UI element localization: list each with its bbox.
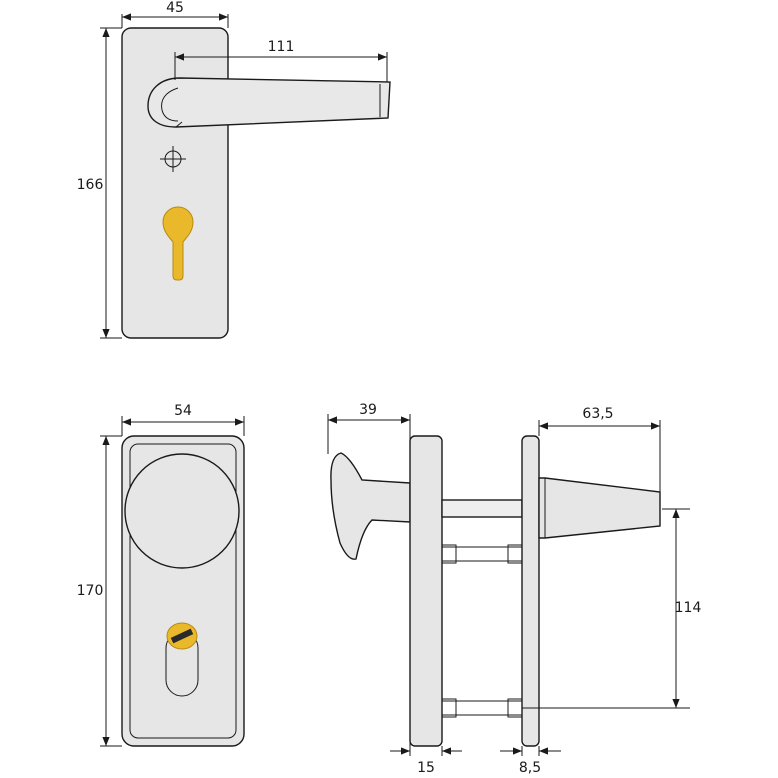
inner-backplate-side xyxy=(409,435,443,747)
dim-lever-plate-height: 166 xyxy=(77,177,104,193)
dim-knob-plate-height: 170 xyxy=(77,583,104,599)
dim-inner-plate-thickness: 15 xyxy=(417,760,435,776)
lever-handle xyxy=(147,77,391,128)
dim-knob-projection: 39 xyxy=(359,402,377,418)
side-view: 39 63,5 114 15 8,5 xyxy=(327,402,702,776)
lever-plate-view: 45 111 166 xyxy=(77,0,391,339)
knob-profile xyxy=(330,452,411,560)
profile-cylinder-icon xyxy=(162,206,194,281)
dim-lever-projection: 63,5 xyxy=(582,406,613,422)
dim-lever-plate-width: 45 xyxy=(166,0,184,16)
dim-lever-length: 111 xyxy=(268,39,295,55)
dim-fixing-distance: 114 xyxy=(675,600,702,616)
dim-outer-plate-thickness: 8,5 xyxy=(519,760,541,776)
spindle xyxy=(441,499,523,518)
dim-knob-plate-width: 54 xyxy=(174,403,192,419)
crosshair-screw-icon xyxy=(160,146,186,172)
lever-profile xyxy=(538,477,661,539)
outer-backplate-side xyxy=(521,435,540,747)
knob-plate-view: 54 170 xyxy=(77,403,245,747)
door-knob xyxy=(124,453,240,569)
